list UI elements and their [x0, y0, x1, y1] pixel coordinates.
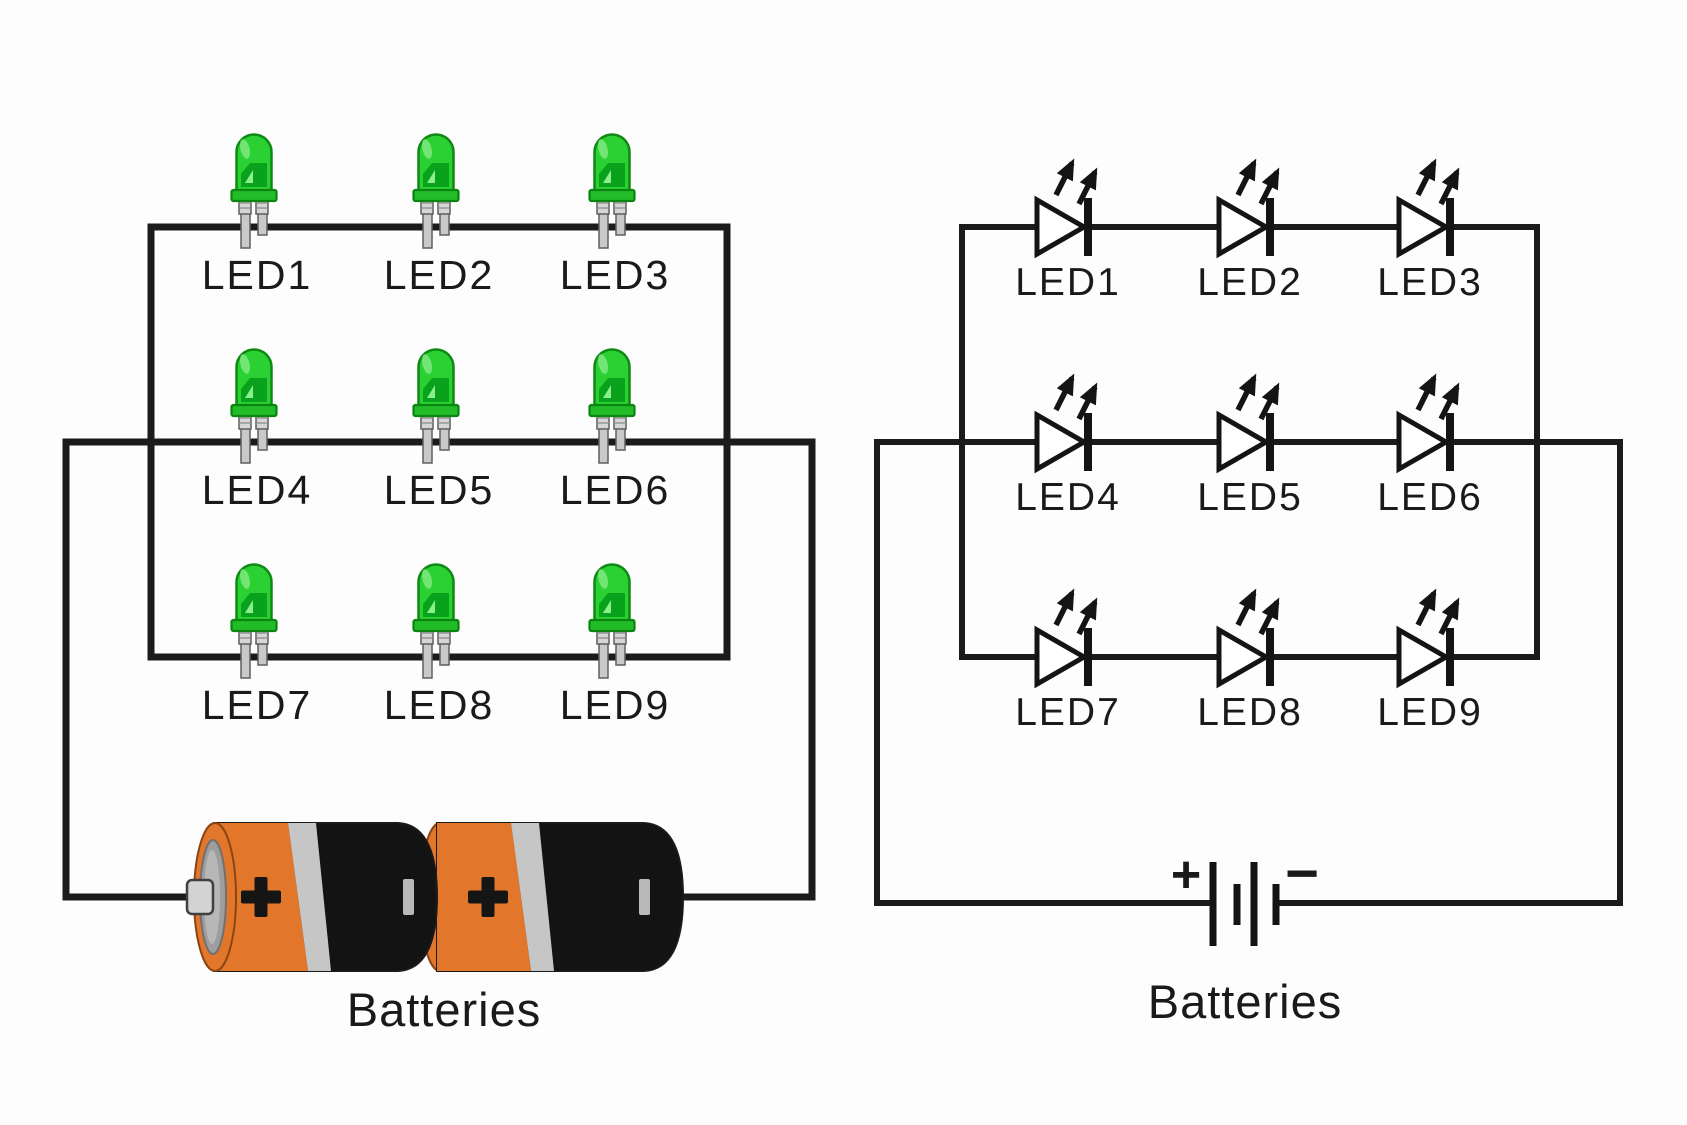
- led2-label: LED2: [384, 252, 495, 298]
- led7-component: [230, 563, 278, 680]
- led7-label: LED7: [202, 682, 313, 728]
- led6-symbol: [1399, 378, 1457, 471]
- led3-label: LED3: [1377, 261, 1483, 304]
- battery-cell-1: [185, 822, 439, 972]
- led6-label: LED6: [1377, 476, 1483, 519]
- led4-symbol: [1037, 378, 1095, 471]
- outer-right-wire: [676, 438, 816, 901]
- led3-label: LED3: [560, 252, 671, 298]
- led5-label: LED5: [384, 467, 495, 513]
- led5-label: LED5: [1197, 476, 1303, 519]
- led9-component: [588, 563, 636, 680]
- battery1-minus-mark: [403, 879, 414, 915]
- led9-symbol: [1399, 593, 1457, 686]
- outer-left-wire: [62, 438, 196, 901]
- right-circuit-wiring: [874, 224, 1623, 906]
- led2-label: LED2: [1197, 261, 1303, 304]
- led5-symbol: [1219, 378, 1277, 471]
- right-circuit-schematic: + − LED1 LED2 LED3 LED4 LED5 LED6 LED7 L…: [874, 163, 1623, 1028]
- led4-label: LED4: [1015, 476, 1121, 519]
- led9-label: LED9: [1377, 691, 1483, 734]
- battery1-plus-mark: [254, 877, 268, 917]
- battery2-plus-mark: [481, 877, 495, 917]
- battery-plus-sign: +: [1171, 846, 1201, 904]
- battery1-terminal-nub: [185, 878, 215, 916]
- battery-minus-sign: −: [1285, 841, 1319, 906]
- battery-cell-2: [419, 822, 685, 972]
- led8-label: LED8: [384, 682, 495, 728]
- led7-label: LED7: [1015, 691, 1121, 734]
- led1-symbol: [1037, 163, 1095, 256]
- led6-component: [588, 348, 636, 465]
- led8-label: LED8: [1197, 691, 1303, 734]
- led2-component: [412, 133, 460, 250]
- battery1-collar: [288, 823, 331, 971]
- led1-component: [230, 133, 278, 250]
- led5-component: [412, 348, 460, 465]
- left-circuit-wiring: [62, 223, 816, 901]
- led3-symbol: [1399, 163, 1457, 256]
- left-batteries-label: Batteries: [347, 983, 541, 1036]
- left-circuit-pictorial: LED1 LED2 LED3 LED4 LED5 LED6 LED7 LED8 …: [62, 133, 816, 1036]
- led4-label: LED4: [202, 467, 313, 513]
- led2-symbol: [1219, 163, 1277, 256]
- battery2-minus-mark: [639, 879, 650, 915]
- led6-label: LED6: [560, 467, 671, 513]
- led8-symbol: [1219, 593, 1277, 686]
- led1-label: LED1: [202, 252, 313, 298]
- battery-symbol: + −: [1171, 841, 1319, 946]
- led9-label: LED9: [560, 682, 671, 728]
- outer-right-wire: [1273, 439, 1623, 906]
- led7-symbol: [1037, 593, 1095, 686]
- right-batteries-label: Batteries: [1148, 975, 1342, 1028]
- led3-component: [588, 133, 636, 250]
- outer-left-wire: [874, 439, 1216, 906]
- led8-component: [412, 563, 460, 680]
- led1-label: LED1: [1015, 261, 1121, 304]
- led4-component: [230, 348, 278, 465]
- battery2-collar: [511, 823, 554, 971]
